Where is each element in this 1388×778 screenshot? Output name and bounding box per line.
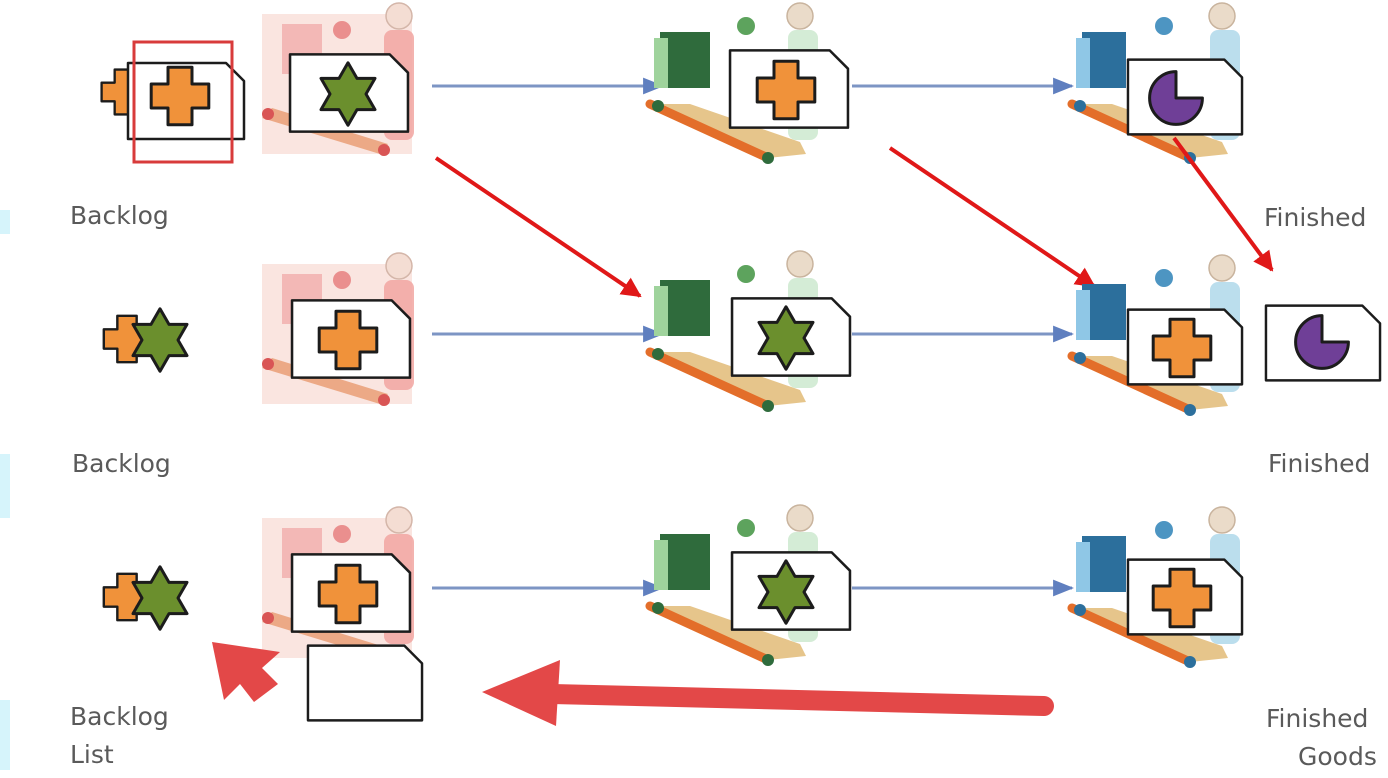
row3-backlog-stack — [102, 565, 189, 631]
label-finished: Finished — [1264, 203, 1367, 232]
red-transition-arrows — [434, 136, 1274, 298]
highlight-box — [132, 40, 234, 164]
label-backlog-list-line2: List — [70, 740, 114, 769]
edge-strip — [0, 210, 10, 234]
row-2 — [102, 251, 1382, 416]
label-finished: Finished — [1268, 449, 1371, 478]
pull-signal-arrow — [482, 660, 1054, 726]
edge-strip — [0, 454, 10, 518]
edge-strip — [0, 700, 10, 770]
row-1 — [100, 3, 1242, 164]
label-backlog: Backlog — [70, 201, 169, 230]
label-finished-goods-line1: Finished — [1266, 704, 1369, 733]
empty-kanban-card — [306, 644, 424, 722]
small-return-arrow — [212, 642, 280, 702]
label-backlog: Backlog — [72, 449, 171, 478]
label-backlog-list-line1: Backlog — [70, 702, 169, 731]
row2-backlog-stack — [102, 307, 189, 373]
row-3 — [102, 505, 1242, 726]
row1-backlog-stack — [100, 40, 246, 164]
label-finished-goods-line2: Goods — [1298, 742, 1377, 771]
